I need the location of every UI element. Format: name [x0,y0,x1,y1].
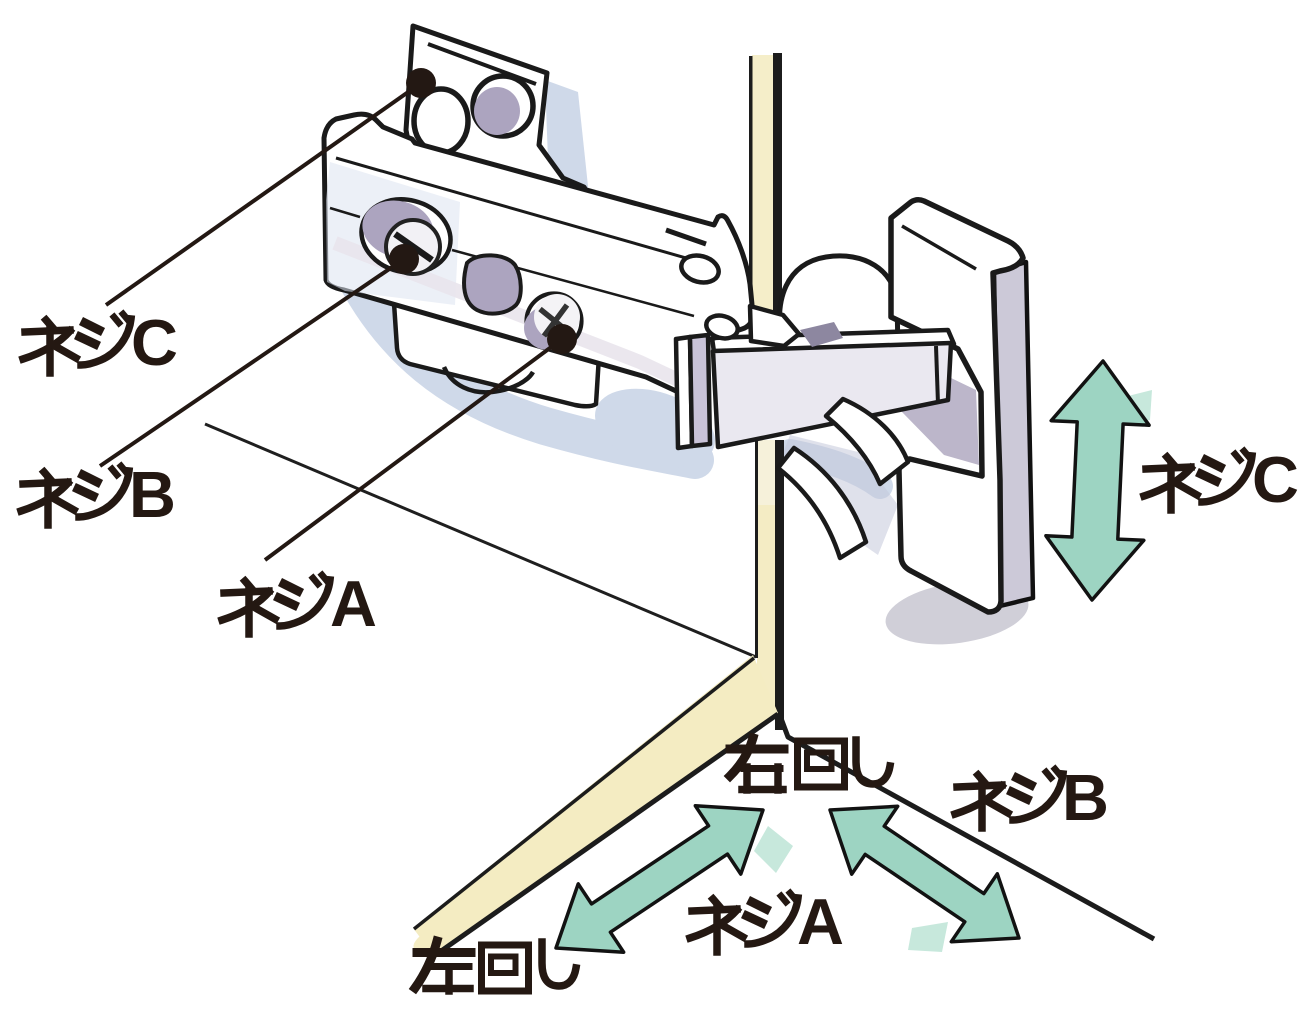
svg-text:A: A [797,885,844,958]
svg-text:B: B [1062,761,1109,834]
svg-text:A: A [330,567,377,640]
svg-text:B: B [129,458,176,531]
svg-text:C: C [131,306,178,379]
svg-text:C: C [1252,443,1299,516]
